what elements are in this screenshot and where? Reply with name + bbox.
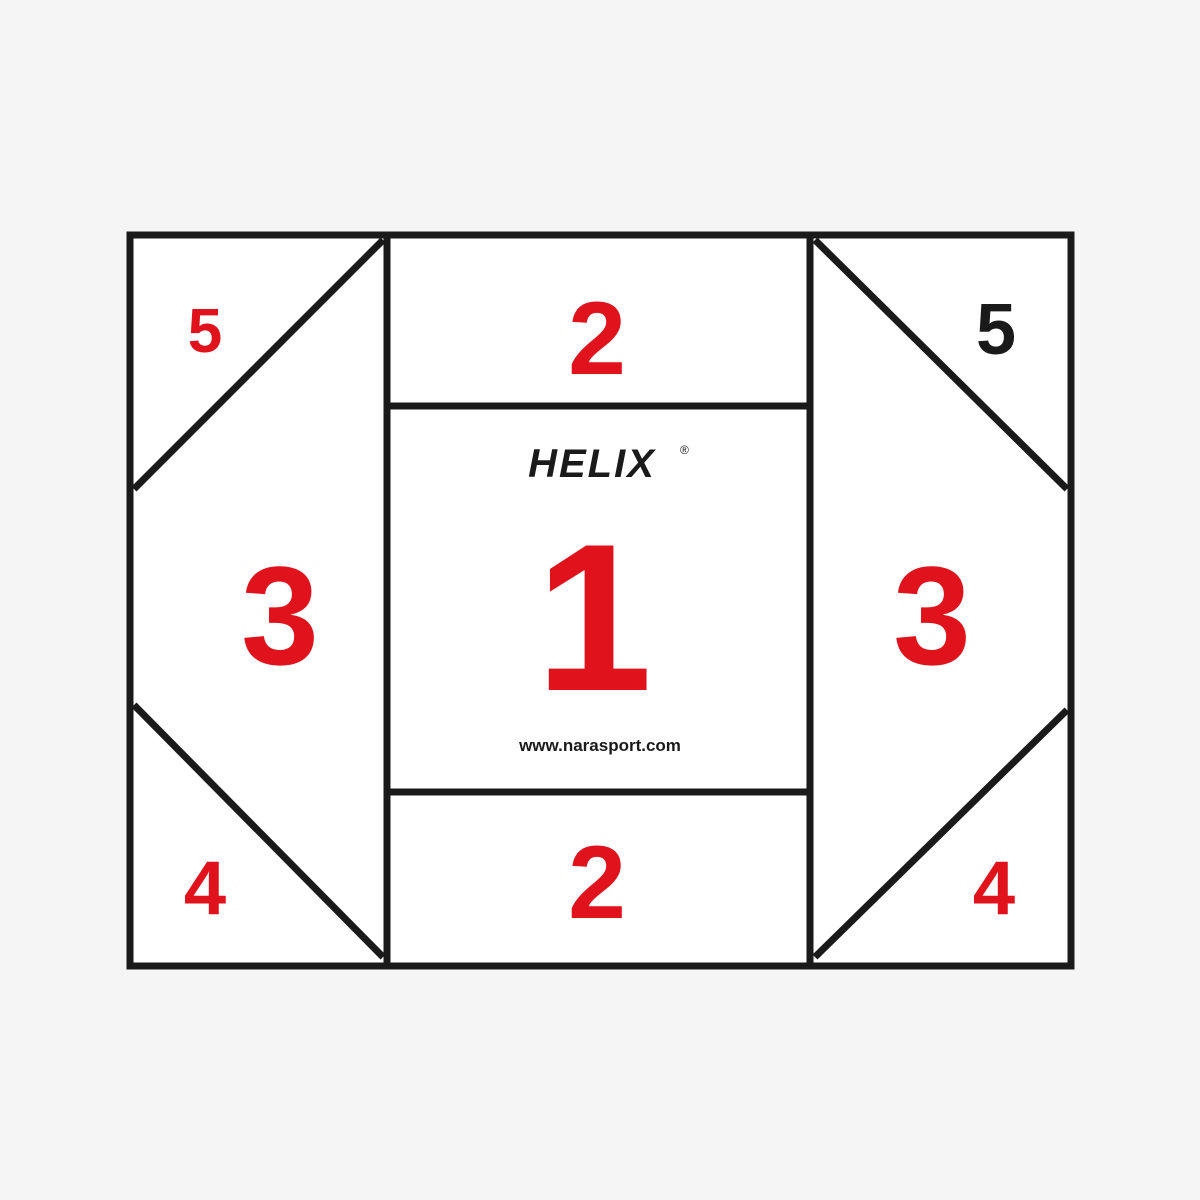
zone-left-top-corner-number: 5 (188, 297, 222, 366)
helix-logo-text: HELIX (528, 442, 656, 486)
board-frame (126, 231, 1075, 970)
zone-right-bottom-corner-number: 4 (973, 846, 1015, 931)
registered-mark: ® (680, 443, 689, 457)
zone-center-number: 1 (536, 500, 653, 735)
zone-left-middle-number: 3 (241, 537, 319, 694)
left-bottom-diagonal (131, 702, 386, 960)
zone-left-bottom-corner-number: 4 (184, 846, 226, 931)
right-bottom-diagonal (812, 707, 1070, 960)
right-top-diagonal (812, 237, 1070, 492)
zone-right-top-corner-number: 5 (976, 290, 1016, 370)
zone-top-middle-number: 2 (568, 281, 626, 397)
zone-bottom-middle-number: 2 (568, 825, 626, 941)
left-top-diagonal (131, 237, 386, 492)
zone-right-middle-number: 3 (893, 537, 971, 694)
website-url: www.narasport.com (518, 736, 681, 755)
helix-logo: HELIX ® (528, 442, 689, 486)
